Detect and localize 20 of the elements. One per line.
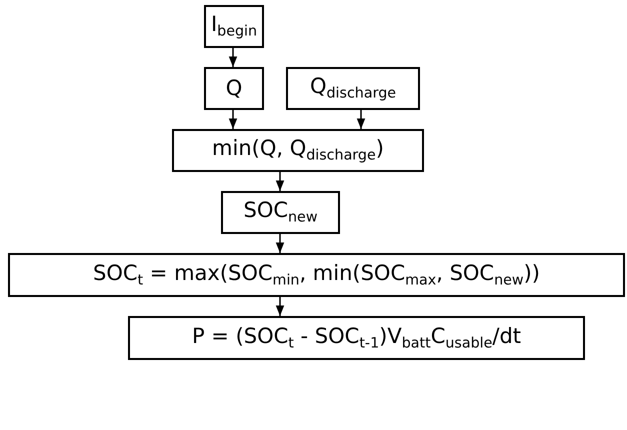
formula-text: min(Q, Q$_{discharge}$)	[212, 138, 384, 163]
arrow	[276, 297, 284, 316]
arrow	[228, 48, 238, 67]
arrow	[356, 110, 366, 129]
formula-text: SOC$_{t}$ = max(SOC$_{min}$, min(SOC$_{max}$, SOC$_{new}$))	[93, 262, 540, 288]
process-box	[8, 253, 625, 297]
arrow	[276, 234, 284, 253]
formula-text: SOC$_{new}$	[243, 200, 318, 225]
arrow	[228, 110, 238, 129]
process-box	[172, 129, 424, 172]
formula-text: I$_{begin}$	[210, 14, 258, 39]
process-box	[128, 316, 585, 360]
formula-text: P = (SOC$_{t}$ - SOC$_{t-1}$)V$_{batt}$C$_{usable}$/dt	[192, 326, 522, 350]
formula-text: Q$_{discharge}$	[310, 76, 396, 101]
process-box	[221, 191, 340, 234]
process-box	[204, 67, 264, 110]
process-box	[204, 5, 264, 48]
process-box	[286, 67, 420, 110]
formula-text: Q	[226, 78, 242, 99]
arrow	[276, 172, 284, 191]
